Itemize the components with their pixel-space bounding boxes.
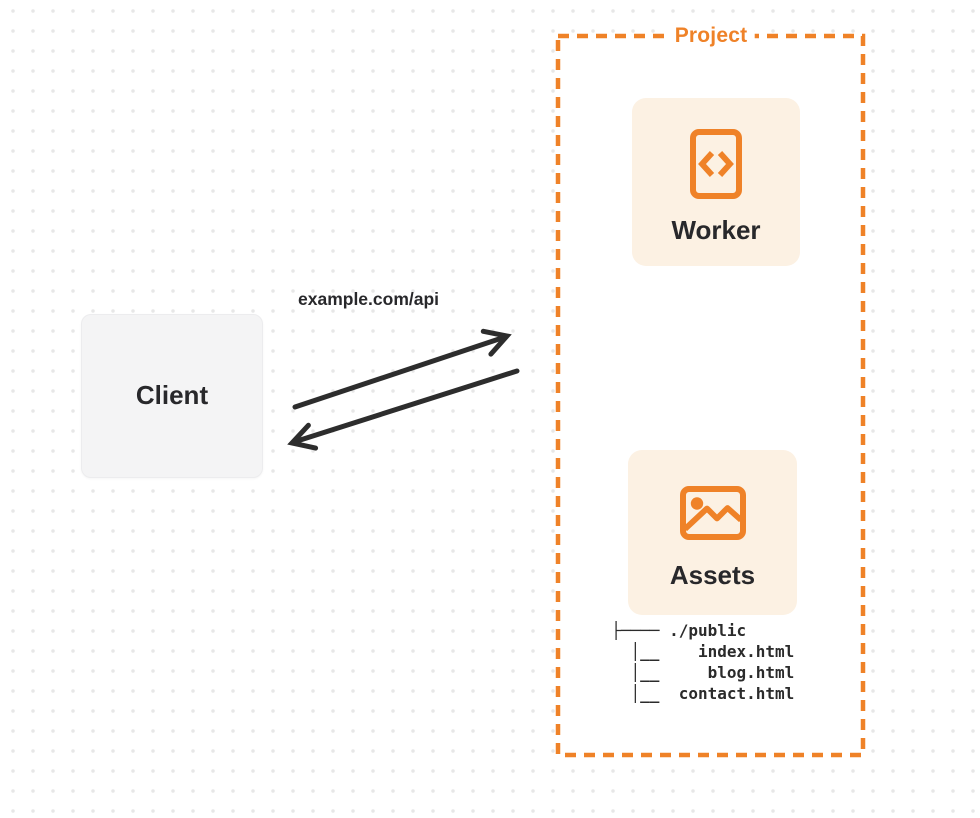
picture-icon xyxy=(679,486,746,540)
request-arrowhead-icon xyxy=(480,328,512,357)
code-file-icon xyxy=(690,129,742,199)
client-node: Client xyxy=(81,314,263,478)
assets-label: Assets xyxy=(669,560,756,590)
request-url-label: example.com/api xyxy=(298,289,440,309)
assets-file-tree: ├──── ./public │__ index.html │__ blog.h… xyxy=(611,621,795,703)
request-arrow xyxy=(292,328,512,410)
project-label: Project xyxy=(667,24,755,48)
assets-node: Assets xyxy=(628,450,797,615)
client-label: Client xyxy=(135,380,209,411)
worker-label: Worker xyxy=(671,215,761,245)
worker-node: Worker xyxy=(632,98,800,266)
response-arrow xyxy=(287,368,520,451)
response-arrowhead-icon xyxy=(287,422,319,451)
